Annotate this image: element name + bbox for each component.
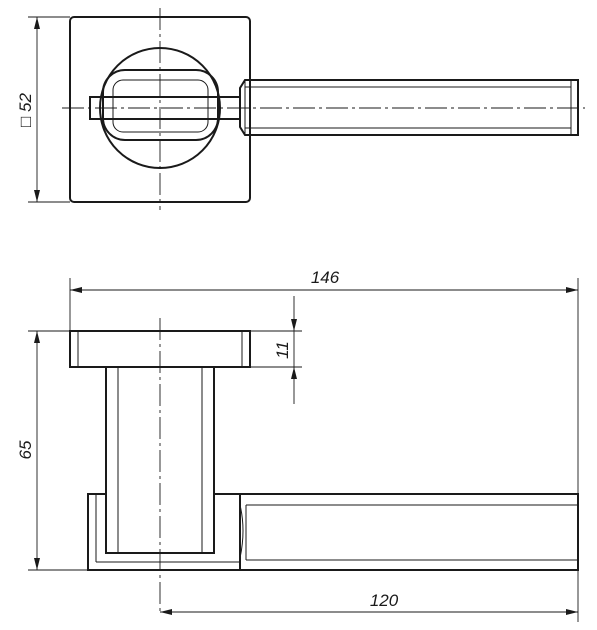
rose-thickness-arrow-bottom [291, 367, 297, 379]
side-lever-arm [240, 493, 579, 571]
plate-size-arrow-bottom [34, 190, 40, 202]
overall-length-arrow-right [566, 287, 578, 293]
lever-length-arrow-right [566, 609, 578, 615]
side-lever-hub [87, 493, 241, 571]
plate-size-arrow-top [34, 17, 40, 29]
overall-height-arrow-bottom [34, 558, 40, 570]
grip-inner [112, 79, 209, 133]
plate-size-label: □ 52 [16, 93, 35, 127]
overall-length-arrow-left [70, 287, 82, 293]
grip-outer [102, 69, 219, 141]
overall-height-arrow-top [34, 331, 40, 343]
lever-length-arrow-left [160, 609, 172, 615]
rose-thickness-label: 11 [273, 341, 292, 359]
top-view: □ 52 [16, 8, 585, 210]
lever-arm [239, 79, 579, 136]
overall-height-label: 65 [16, 440, 35, 459]
side-lever-arm-end [239, 504, 244, 559]
rose-thickness-arrow-top [291, 319, 297, 331]
overall-length-label: 146 [311, 268, 340, 287]
side-view: 146 11 65 120 [16, 268, 579, 622]
lever-length-label: 120 [370, 591, 399, 610]
